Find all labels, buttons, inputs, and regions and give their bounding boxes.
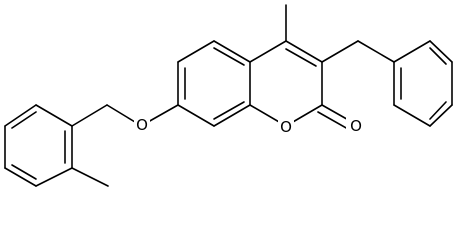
bond bbox=[429, 40, 453, 63]
bond bbox=[106, 104, 136, 123]
bond bbox=[147, 104, 179, 123]
bond bbox=[285, 48, 317, 67]
bond bbox=[177, 104, 215, 127]
bond bbox=[429, 47, 447, 65]
bond bbox=[35, 104, 73, 127]
bond bbox=[35, 167, 73, 187]
bond bbox=[71, 167, 109, 187]
bond bbox=[213, 47, 245, 66]
bonds bbox=[4, 4, 453, 187]
bond bbox=[11, 164, 37, 180]
bond bbox=[213, 40, 251, 63]
atom-labels: O O O bbox=[134, 116, 362, 136]
bond bbox=[321, 40, 359, 63]
carbonyl-oxygen-label: O bbox=[350, 117, 362, 135]
structure-canvas: O O O bbox=[4, 4, 453, 187]
ring-oxygen-label: O bbox=[280, 118, 292, 136]
bond bbox=[213, 104, 251, 127]
bond bbox=[177, 40, 215, 63]
bond bbox=[249, 40, 287, 63]
bond bbox=[4, 167, 37, 187]
bond bbox=[285, 40, 323, 63]
bond bbox=[393, 40, 431, 63]
bond bbox=[393, 104, 431, 127]
bond bbox=[429, 104, 453, 127]
chemical-structure-diagram: O O O bbox=[4, 4, 453, 187]
bond bbox=[4, 104, 37, 127]
bond bbox=[357, 40, 395, 63]
bond bbox=[429, 101, 447, 120]
bond bbox=[71, 104, 108, 127]
bond bbox=[213, 101, 245, 120]
bond bbox=[11, 111, 37, 129]
ether-oxygen-label: O bbox=[136, 116, 148, 134]
bond bbox=[317, 111, 349, 130]
